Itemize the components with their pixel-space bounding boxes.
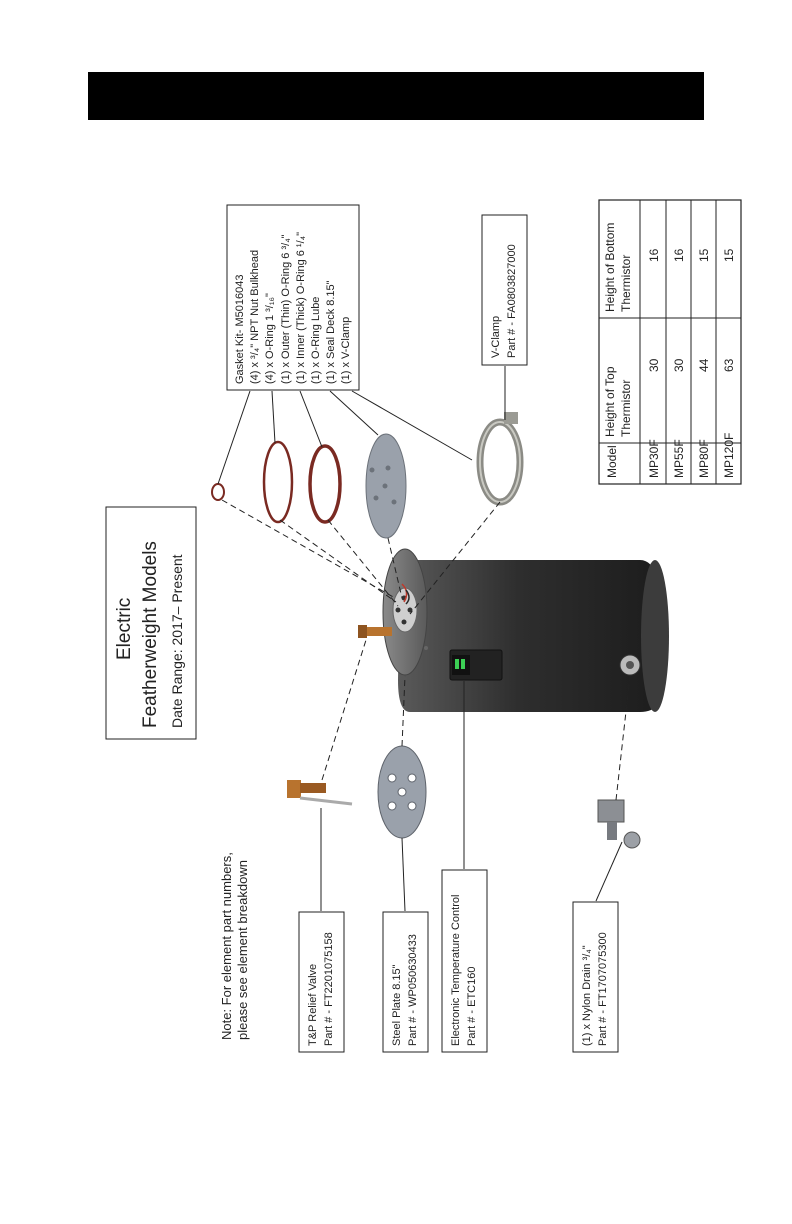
note-line-2: please see element breakdown	[235, 860, 250, 1040]
tp-relief-valve-part-image	[287, 780, 353, 806]
table-cell-bottom: 15	[722, 248, 736, 262]
steel-plate-part: Part # - WP050630433	[407, 934, 419, 1046]
title-line-3: Date Range: 2017– Present	[169, 554, 185, 728]
tp-relief-valve-box	[298, 911, 345, 1053]
control-display-icon	[455, 659, 459, 669]
nylon-drain-name: (1) x Nylon Drain ³/₄"	[581, 945, 593, 1046]
v-clamp-part: Part # - FA0803827000	[506, 244, 518, 358]
note-line-1: Note: For element part numbers,	[219, 852, 234, 1040]
nylon-drain-part: Part # - FT1707075300	[597, 932, 609, 1046]
table-header-bottom-2: Thermistor	[619, 255, 633, 312]
gasket-kit-item: (1) x Seal Deck 8.15"	[325, 280, 337, 384]
table-cell-model: MP120F	[722, 433, 736, 478]
table-header-model: Model	[605, 445, 619, 478]
table-header-bottom: Height of Bottom	[603, 223, 617, 312]
table-header-top: Height of Top	[603, 366, 617, 437]
thermistor-table: Model Height of Top Thermistor Height of…	[598, 199, 742, 485]
water-heater-tank	[358, 548, 669, 712]
temperature-control-part: Part # - ETC160	[466, 967, 478, 1046]
table-header-top-2: Thermistor	[619, 380, 633, 437]
temperature-control-name: Electronic Temperature Control	[450, 895, 462, 1046]
gasket-kit-item: (1) x Inner (Thick) O-Ring 6 ¹/₄"	[295, 232, 307, 384]
table-cell-model: MP30F	[647, 439, 661, 478]
table-cell-bottom: 15	[697, 248, 711, 262]
table-cell-top: 63	[722, 358, 736, 372]
small-o-ring	[211, 483, 225, 501]
steel-plate-name: Steel Plate 8.15"	[391, 964, 403, 1046]
outer-thin-o-ring	[262, 440, 294, 524]
gasket-kit-item: (4) x ³/₄" NPT Nut Bulkhead	[249, 250, 261, 384]
table-cell-top: 30	[672, 358, 686, 372]
table-cell-top: 30	[647, 358, 661, 372]
table-cell-bottom: 16	[647, 248, 661, 262]
gasket-kit-item: (1) x Outer (Thin) O-Ring 6 ³/₄"	[280, 234, 292, 384]
gasket-kit-box	[226, 204, 360, 391]
title-line-1-text: Electric	[114, 598, 135, 660]
v-clamp-box	[481, 214, 528, 366]
tp-relief-valve-part: Part # - FT2201075158	[323, 932, 335, 1046]
gasket-kit-item: (1) x O-Ring Lube	[310, 297, 322, 384]
steel-plate-part-image	[377, 745, 427, 839]
gasket-kit-item: (4) x O-Ring 1 ³/₁₆"	[264, 293, 276, 384]
nylon-drain-part-image	[597, 799, 641, 849]
gasket-kit-title: Gasket Kit- M5016043	[234, 275, 246, 384]
header-bar	[88, 72, 704, 120]
tp-valve-on-tank	[366, 627, 392, 636]
gasket-kit-item: (1) x V-Clamp	[340, 317, 352, 384]
table-cell-model: MP55F	[672, 439, 686, 478]
tp-relief-valve-name: T&P Relief Valve	[307, 964, 319, 1046]
table-cell-top: 44	[697, 358, 711, 372]
steel-plate-box	[382, 911, 429, 1053]
v-clamp-name: V-Clamp	[490, 316, 502, 358]
table-cell-bottom: 16	[672, 248, 686, 262]
v-clamp-part-image	[476, 412, 524, 506]
title-line-2: Featherweight Models	[140, 541, 161, 728]
temperature-control-box	[441, 869, 488, 1053]
title-box	[105, 506, 197, 740]
nylon-drain-box	[572, 901, 619, 1053]
gasket-kit-text: Gasket Kit- M5016043 (4) x ³/₄" NPT Nut …	[234, 232, 352, 384]
inner-thick-o-ring	[308, 444, 342, 524]
table-cell-model: MP80F	[697, 439, 711, 478]
